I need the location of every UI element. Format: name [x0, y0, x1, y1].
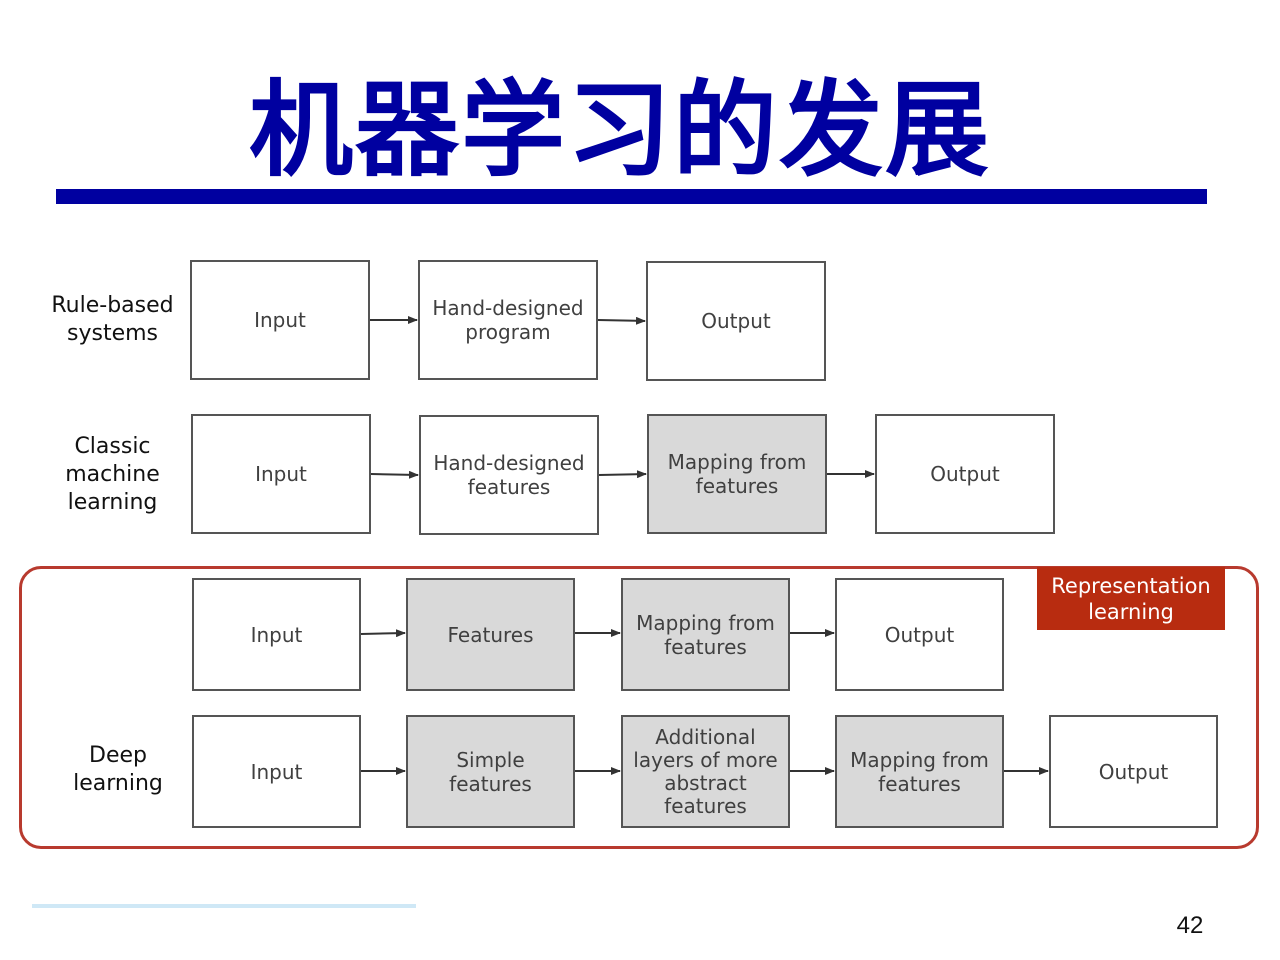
- representation-frame: [19, 566, 1259, 849]
- rule-program-box: Hand-designed program: [418, 260, 598, 380]
- arrow-classic-2: [598, 470, 647, 479]
- page-number: 42: [1176, 912, 1204, 939]
- slide-title: 机器学习的发展: [248, 69, 991, 191]
- rep-mapping-box: Mapping from features: [621, 578, 790, 691]
- deep-abstract-layers-box: Additional layers of more abstract featu…: [621, 715, 790, 828]
- classic-input-box: Input: [191, 414, 371, 534]
- deep-output-box: Output: [1049, 715, 1218, 828]
- title-underline: [56, 189, 1207, 204]
- deep-mapping-box: Mapping from features: [835, 715, 1004, 828]
- label-classic-ml: Classic machine learning: [65, 434, 160, 515]
- classic-output-box: Output: [875, 414, 1055, 534]
- classic-mapping-box: Mapping from features: [647, 414, 827, 534]
- label-rule-based: Rule-based systems: [51, 293, 174, 346]
- label-deep-learning: Deep learning: [73, 743, 163, 796]
- representation-learning-badge: Representation learning: [1037, 567, 1225, 630]
- arrow-classic-1: [370, 470, 419, 479]
- arrow-rep-1: [360, 629, 406, 638]
- rule-input-box: Input: [190, 260, 370, 380]
- rep-features-box: Features: [406, 578, 575, 691]
- deep-input-box: Input: [192, 715, 361, 828]
- rule-output-box: Output: [646, 261, 826, 381]
- footer-divider: [32, 904, 416, 908]
- arrow-rule-2: [597, 316, 646, 325]
- rep-output-box: Output: [835, 578, 1004, 691]
- rep-input-box: Input: [192, 578, 361, 691]
- classic-hand-features-box: Hand-designed features: [419, 415, 599, 535]
- deep-simple-features-box: Simple features: [406, 715, 575, 828]
